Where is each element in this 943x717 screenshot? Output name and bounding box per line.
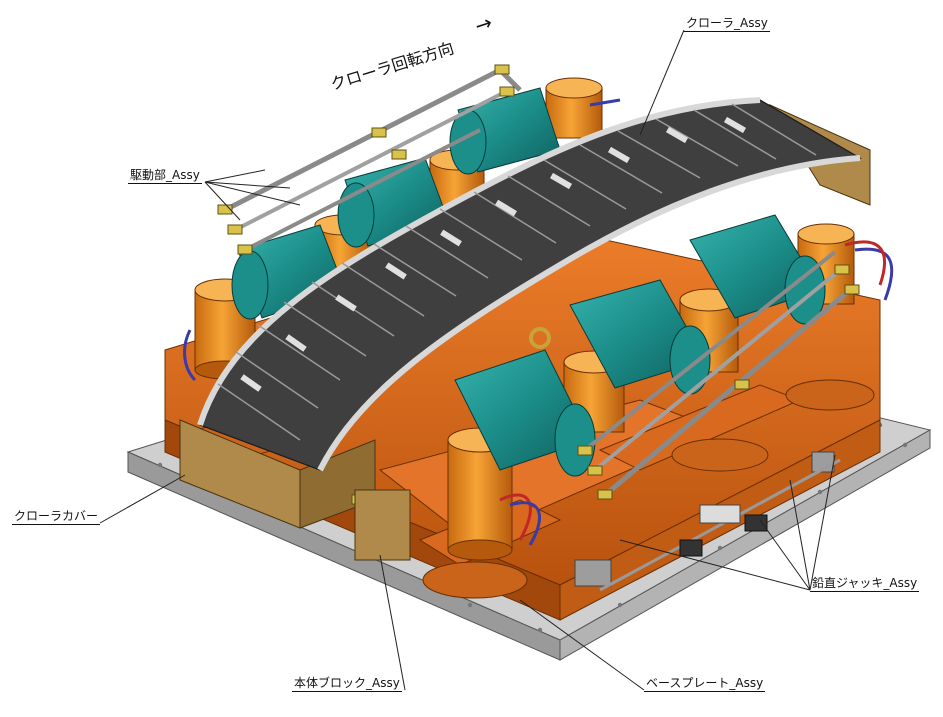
vertical-jack-assy-label: 鉛直ジャッキ_Assy: [810, 576, 920, 592]
base-plate-assy-label: ベースプレート_Assy: [644, 676, 766, 692]
drive-motor: [569, 279, 711, 395]
crawler-assy-label: クローラ_Assy: [684, 16, 770, 32]
lifting-eye: [529, 327, 551, 349]
drive-unit-assy-label: 駆動部_Assy: [128, 168, 202, 184]
crawler-cover-label: クローラカバー: [12, 509, 101, 525]
hose-fittings: [217, 64, 860, 525]
jack-cylinder: [545, 77, 603, 139]
drive-motors: [231, 87, 826, 477]
crawler-track: [197, 97, 862, 472]
valve-block: [354, 489, 768, 561]
leader-lines: [99, 29, 836, 691]
body-block-assy-label: 本体ブロック_Assy: [292, 676, 402, 692]
